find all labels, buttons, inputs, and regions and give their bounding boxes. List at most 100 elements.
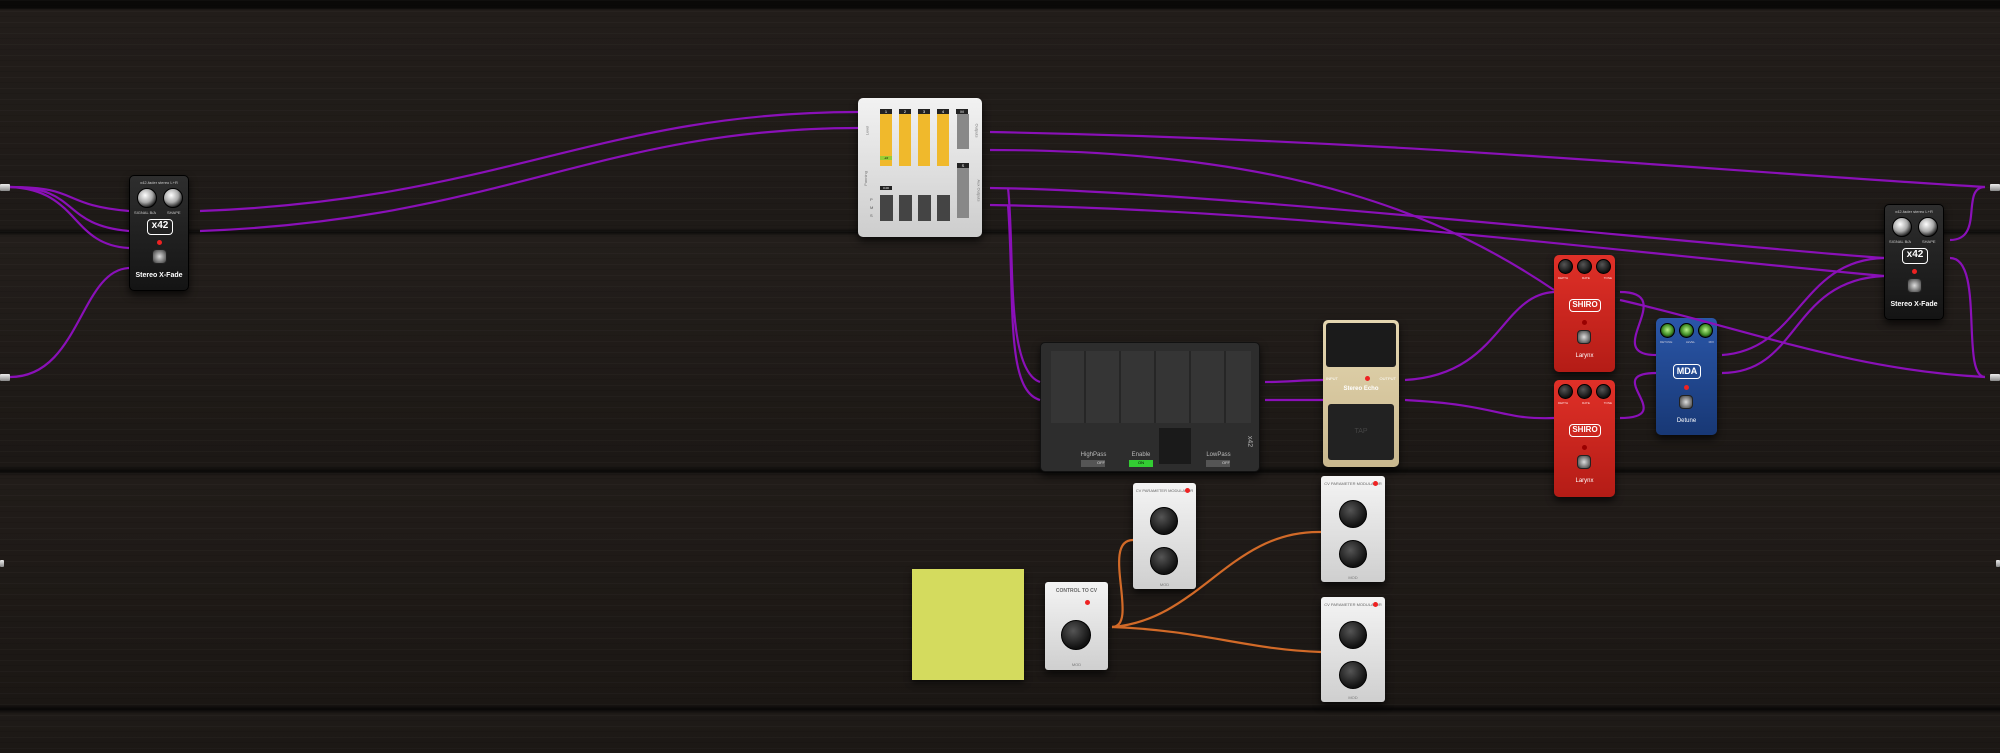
master-strip[interactable] (957, 114, 969, 149)
highpass-toggle[interactable]: OFF (1081, 460, 1105, 467)
tap-button[interactable]: TAP (1328, 404, 1394, 460)
eq-bands[interactable] (1051, 351, 1251, 423)
control-knob[interactable] (1061, 620, 1091, 650)
channel-strip[interactable] (937, 114, 949, 166)
audio-cable (1404, 398, 1555, 420)
knob-label: SHAPE (167, 210, 181, 215)
brand-badge: x42 (1902, 248, 1928, 264)
plugin-name: Stereo Echo (1343, 386, 1379, 392)
status-led (1365, 376, 1370, 381)
bypass-footswitch[interactable] (1577, 455, 1591, 469)
knob-label: SIGNAL B/A (134, 210, 157, 215)
rate-knob[interactable] (1577, 384, 1592, 399)
knob-label: LEVEL (1685, 340, 1696, 344)
audio-cable (199, 126, 859, 233)
gain-readout: -inf (880, 156, 892, 160)
brand-label: MOD (1348, 695, 1358, 700)
modulation-knob[interactable] (1339, 621, 1367, 649)
shape-knob[interactable] (1918, 217, 1938, 237)
lowpass-toggle[interactable]: OFF (1206, 460, 1230, 467)
system-capture-port[interactable] (0, 374, 10, 381)
tone-knob[interactable] (1596, 384, 1611, 399)
status-led (1185, 488, 1190, 493)
control-to-cv-module[interactable]: CONTROL TO CV MOD (1045, 582, 1108, 670)
system-capture-port[interactable] (0, 184, 10, 191)
highpass-label: HighPass (1080, 452, 1107, 458)
channel-strip[interactable] (880, 114, 892, 166)
system-playback-port[interactable] (1990, 184, 2000, 191)
audio-cable (1721, 256, 1885, 357)
audio-cable (9, 185, 130, 213)
stereo-xfade-right[interactable]: x42-fader stereo L+R SIGNAL B/A SHAPE x4… (1884, 204, 1944, 320)
audio-cable (1006, 204, 1041, 402)
system-midi-port[interactable] (0, 560, 4, 567)
row-label: P (870, 197, 873, 202)
knob-label: MIX (1708, 340, 1714, 344)
lowpass-label: LowPass (1206, 452, 1231, 458)
knob-panel[interactable] (1326, 323, 1396, 367)
stereo-xfade-left[interactable]: x42-fader stereo L+R SIGNAL B/A SHAPE x4… (129, 175, 189, 291)
knob-label: DETUNE (1660, 340, 1673, 344)
pan-readout: 0.00 (880, 186, 892, 190)
signal-knob[interactable] (137, 188, 157, 208)
system-playback-port[interactable] (1990, 374, 2000, 381)
sticky-note[interactable] (912, 569, 1024, 680)
depth-knob[interactable] (1558, 259, 1573, 274)
brand-badge: SHIRO (1569, 424, 1601, 437)
output-label: OUTPUT (1379, 376, 1396, 381)
brand-label: MOD (1159, 582, 1170, 587)
channel-label: 2 (899, 109, 911, 114)
bypass-footswitch[interactable] (1907, 278, 1922, 293)
eq-plugin[interactable]: HighPass Enable LowPass ON OFF OFF x42 (1040, 342, 1260, 472)
plugin-header: x42-fader stereo L+R (140, 180, 178, 185)
enable-toggle[interactable]: ON (1129, 460, 1153, 467)
bypass-footswitch[interactable] (1577, 330, 1591, 344)
audio-cable (1949, 185, 1986, 242)
level-knob[interactable] (1679, 323, 1694, 338)
bypass-footswitch[interactable] (1679, 395, 1693, 409)
channel-strip[interactable] (899, 114, 911, 166)
channel-strip[interactable] (918, 114, 930, 166)
knob-label: RATE (1582, 276, 1590, 280)
mixer-plugin[interactable]: 1 2 3 4 M S -inf 0.00 Level Panning Outp… (858, 98, 982, 237)
audio-cable (199, 110, 859, 213)
modulation-knob[interactable] (1339, 500, 1367, 528)
audio-cable (1721, 274, 1885, 375)
signal-knob[interactable] (1892, 217, 1912, 237)
brand-label: MOD (1348, 575, 1358, 580)
audio-cable (9, 266, 130, 379)
status-led (157, 240, 162, 245)
aux-outputs-label: Aux Outputs (976, 179, 982, 202)
mix-knob[interactable] (1698, 323, 1713, 338)
offset-knob[interactable] (1150, 547, 1178, 575)
system-midi-port[interactable] (1996, 560, 2000, 567)
cv-cable (1111, 538, 1134, 629)
cv-parameter-modulator-3[interactable]: CV PARAMETER MODULATOR MOD (1321, 597, 1385, 702)
detune-knob[interactable] (1660, 323, 1675, 338)
depth-knob[interactable] (1558, 384, 1573, 399)
cv-parameter-modulator-1[interactable]: CV PARAMETER MODULATOR MOD (1133, 483, 1196, 589)
offset-knob[interactable] (1339, 540, 1367, 568)
aux-strip[interactable] (957, 168, 969, 218)
channel-label: M (956, 109, 968, 114)
shape-knob[interactable] (163, 188, 183, 208)
module-title: CONTROL TO CV (1055, 588, 1098, 594)
channel-label: S (957, 163, 969, 168)
knob-label: TONE (1603, 276, 1612, 280)
enable-label: Enable (1131, 452, 1151, 458)
stereo-echo-pedal[interactable]: INPUT OUTPUT Stereo Echo TAP (1323, 320, 1399, 467)
module-title: CV PARAMETER MODULATOR (1135, 488, 1194, 493)
brand-badge: SHIRO (1569, 299, 1601, 312)
rate-knob[interactable] (1577, 259, 1592, 274)
knob-label: RATE (1582, 401, 1590, 405)
cv-parameter-modulator-2[interactable]: CV PARAMETER MODULATOR MOD (1321, 476, 1385, 582)
bypass-footswitch[interactable] (152, 249, 167, 264)
knob-label: TONE (1603, 401, 1612, 405)
offset-knob[interactable] (1339, 661, 1367, 689)
mute-solo-buttons[interactable] (880, 195, 950, 221)
tone-knob[interactable] (1596, 259, 1611, 274)
modulation-knob[interactable] (1150, 507, 1178, 535)
